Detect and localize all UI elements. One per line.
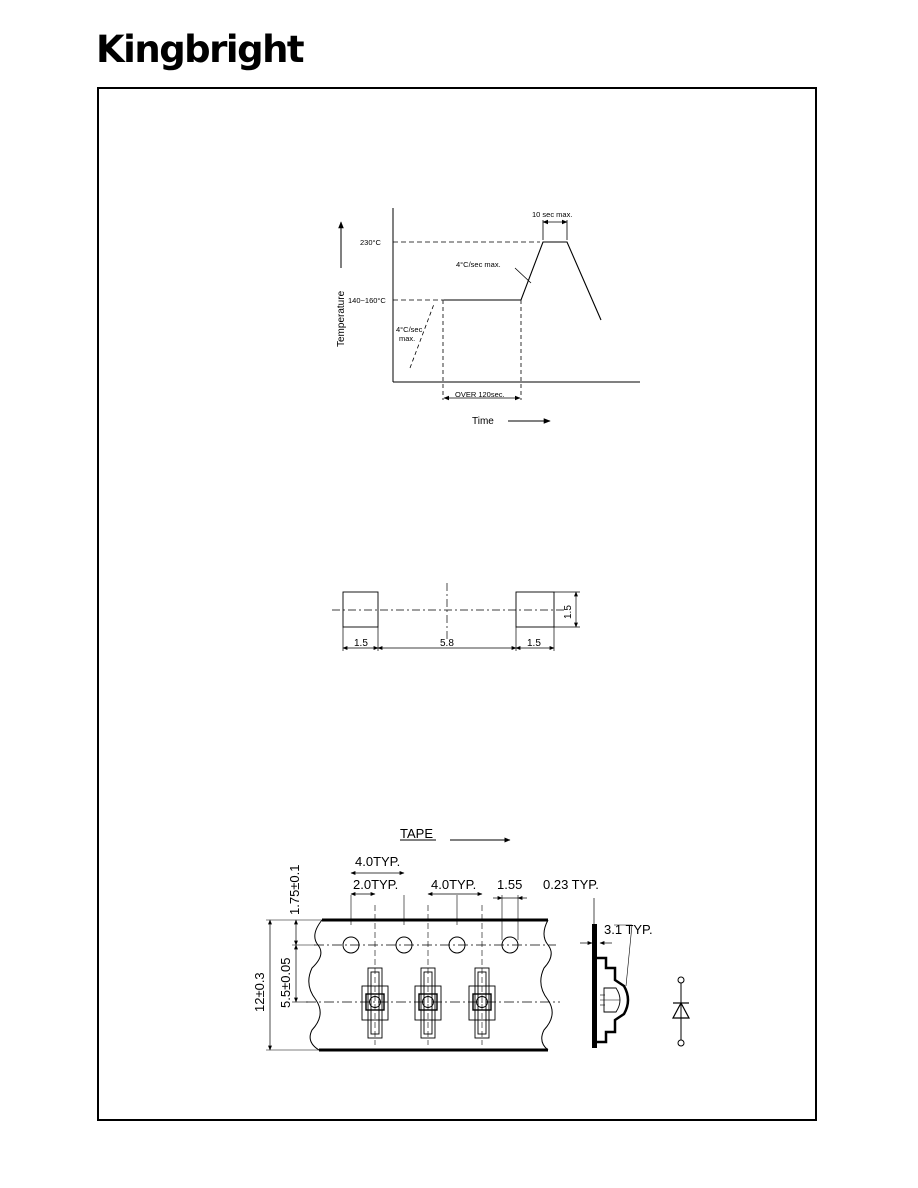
- initial-ramp-dash: [409, 303, 435, 369]
- hole-diameter-label: 1.55: [497, 877, 522, 892]
- pad-right: [515, 591, 555, 628]
- preheat-time-label: OVER 120sec.: [455, 390, 505, 399]
- tape-width-label: 12±0.3: [252, 972, 267, 1012]
- half-pitch-label: 2.0TYP.: [353, 877, 398, 892]
- pad-right-label: 1.5: [527, 638, 541, 649]
- initial-ramp-label-1: 4°C/sec: [396, 325, 423, 334]
- pad-layout: [332, 583, 580, 651]
- pitch-label: 4.0TYP.: [355, 854, 400, 869]
- thickness-label: 0.23 TYP.: [543, 877, 599, 892]
- component-profile: [603, 987, 621, 1013]
- component-pocket: [414, 967, 442, 1039]
- carrier-pocket-profile: [597, 956, 630, 1044]
- sprocket-hole: [448, 936, 466, 954]
- sprocket-hole: [342, 936, 360, 954]
- tape-break-right: [540, 919, 553, 1051]
- x-axis-label: Time: [472, 416, 494, 427]
- diode-symbol-icon: [672, 976, 690, 1047]
- cover-tape: [592, 924, 597, 1048]
- pocket-pitch-label: 4.0TYP.: [431, 877, 476, 892]
- edge-to-hole-label: 1.75±0.1: [287, 864, 302, 915]
- temperature-curve: [444, 241, 602, 321]
- pad-left-label: 1.5: [354, 638, 368, 649]
- ramp-up-label: 4°C/sec max.: [456, 260, 501, 269]
- initial-ramp-label-2: max.: [399, 334, 415, 343]
- depth-label: 3.1 TYP.: [604, 922, 653, 937]
- depth-leader: [625, 924, 633, 987]
- pad-left: [342, 591, 379, 628]
- sprocket-hole: [501, 936, 519, 954]
- content-frame: [97, 87, 817, 1121]
- carrier-tape: [266, 871, 560, 1052]
- ramp-leader: [514, 267, 532, 284]
- tape-cross-section: [580, 898, 633, 1048]
- component-pocket: [361, 967, 389, 1039]
- tape-title: TAPE: [400, 826, 433, 841]
- brand-logo: Kingbright: [96, 28, 305, 71]
- peak-time-label: 10 sec max.: [532, 210, 572, 219]
- y-axis-label: Temperature: [336, 290, 347, 347]
- sprocket-hole: [395, 936, 413, 954]
- tape-break-left: [308, 919, 323, 1051]
- hole-to-pocket-label: 5.5±0.05: [278, 957, 293, 1008]
- pad-height-label: 1.5: [563, 605, 574, 619]
- peak-temp-label: 230°C: [360, 238, 382, 247]
- preheat-temp-label: 140~160°C: [348, 296, 386, 305]
- component-pocket: [468, 967, 496, 1039]
- pad-gap-label: 5.8: [440, 638, 454, 649]
- soldering-profile: [338, 208, 640, 424]
